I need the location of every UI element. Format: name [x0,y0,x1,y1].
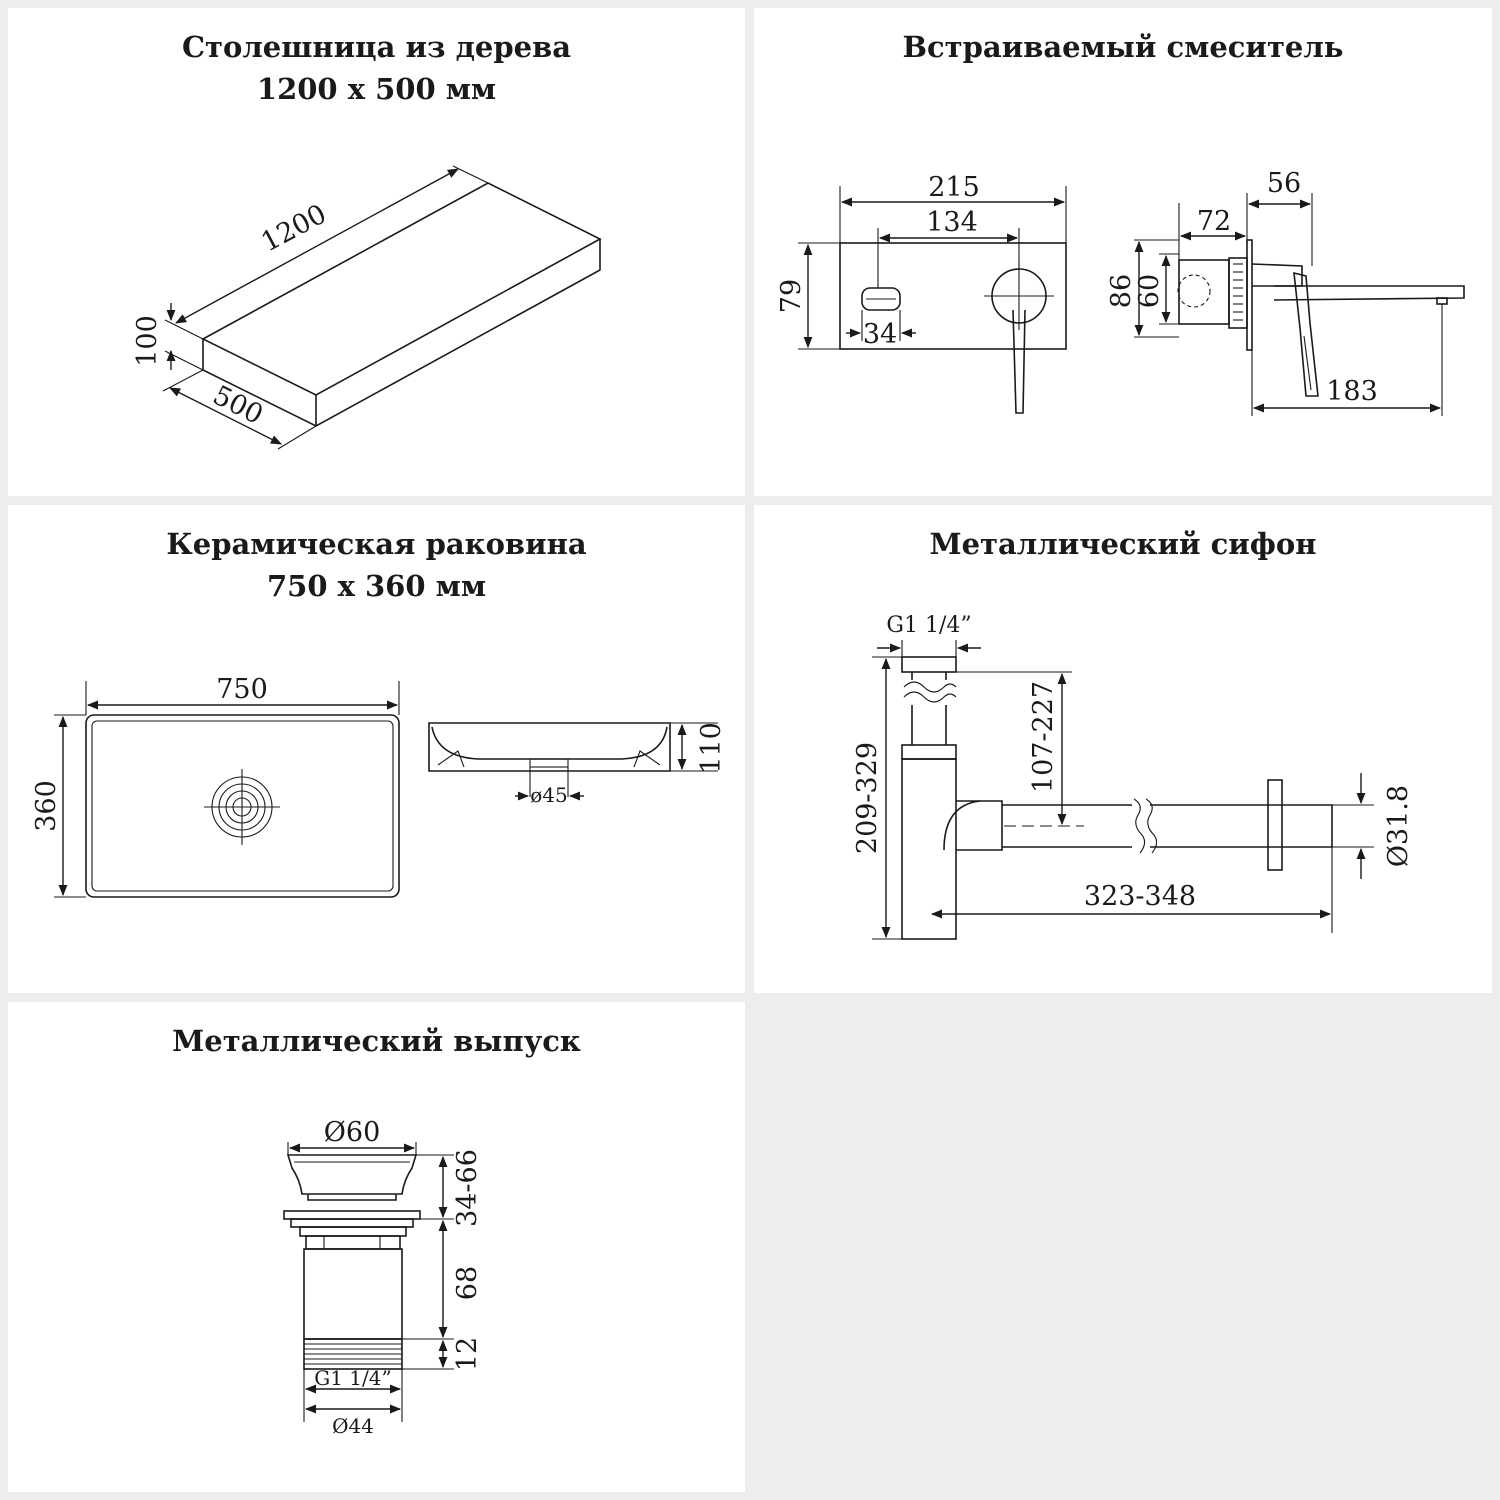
drain-dim-thread: G1 1/4” [314,1366,391,1390]
siphon-dim-length: 323-348 [1084,881,1196,912]
countertop-title: Столешница из дерева [181,30,572,64]
dim-depth-line [169,387,282,445]
siphon-dim-pipe: Ø31.8 [1383,785,1414,867]
siphon-dim-height: 209-329 [852,742,883,854]
siphon-dim-upper: 107-227 [1028,681,1059,793]
mixer-dim-h-outer: 86 [1106,274,1137,308]
mixer-dim-spout: 183 [1326,376,1378,407]
countertop-slab [201,182,602,427]
dim-length-line [175,168,459,324]
mixer-dim-knob: 34 [863,319,897,350]
drain-title: Металлический выпуск [172,1024,581,1058]
countertop-drawing: 1200 100 500 [132,165,602,450]
drain-dim-thread-len: 12 [452,1337,483,1371]
drain-dim-adjust: 34-66 [452,1149,483,1227]
siphon-title: Металлический сифон [929,527,1317,561]
sink-subtitle: 750 x 360 мм [266,569,487,603]
sink-dim-length: 750 [216,674,268,705]
siphon-drawing: G1 1/4” 209-329 107-227 323-348 Ø31.8 [852,613,1414,940]
mixer-dim-height: 79 [776,279,807,313]
sink-dim-drain: ø45 [530,783,568,807]
drain-body [283,1154,421,1370]
dim-height-label: 100 [132,315,163,367]
sink-top-view [85,714,400,898]
mixer-title: Встраиваемый смеситель [902,30,1344,64]
drain-dim-diameter: Ø44 [332,1414,374,1438]
drain-dim-body: 68 [452,1266,483,1300]
sink-dim-width: 360 [31,780,62,832]
sink-title: Керамическая раковина [166,527,587,561]
drain-drawing: Ø60 34-66 68 12 G1 1/4” Ø44 [283,1117,483,1438]
sink-drawing: 750 360 110 ø45 [31,674,727,898]
siphon-body [901,656,1333,940]
mixer-dim-width: 215 [928,172,980,203]
mixer-dim-depth-inner: 72 [1197,206,1231,237]
siphon-dim-thread: G1 1/4” [886,613,971,638]
sink-dim-height: 110 [696,722,727,774]
mixer-side-view [1177,239,1465,397]
panel-countertop: Столешница из дерева 1200 x 500 мм 1200 … [8,8,745,496]
dim-length-label: 1200 [256,199,331,259]
mixer-dim-h-inner: 60 [1134,274,1165,308]
mixer-dim-spacing: 134 [926,207,978,238]
panel-mixer: Встраиваемый смеситель 215 [754,8,1492,496]
panel-siphon: Металлический сифон [754,505,1492,993]
mixer-drawing: 215 134 79 34 [776,168,1465,416]
mixer-front-view [839,242,1067,414]
drain-dim-cap: Ø60 [324,1117,381,1148]
panel-drain: Металлический выпуск [8,1002,745,1492]
sink-side-view [428,722,671,772]
countertop-subtitle: 1200 x 500 мм [256,72,497,106]
panel-sink: Керамическая раковина 750 x 360 мм 750 3… [8,505,745,993]
dim-depth-label: 500 [208,380,268,431]
mixer-dim-depth-outer: 56 [1267,168,1301,199]
